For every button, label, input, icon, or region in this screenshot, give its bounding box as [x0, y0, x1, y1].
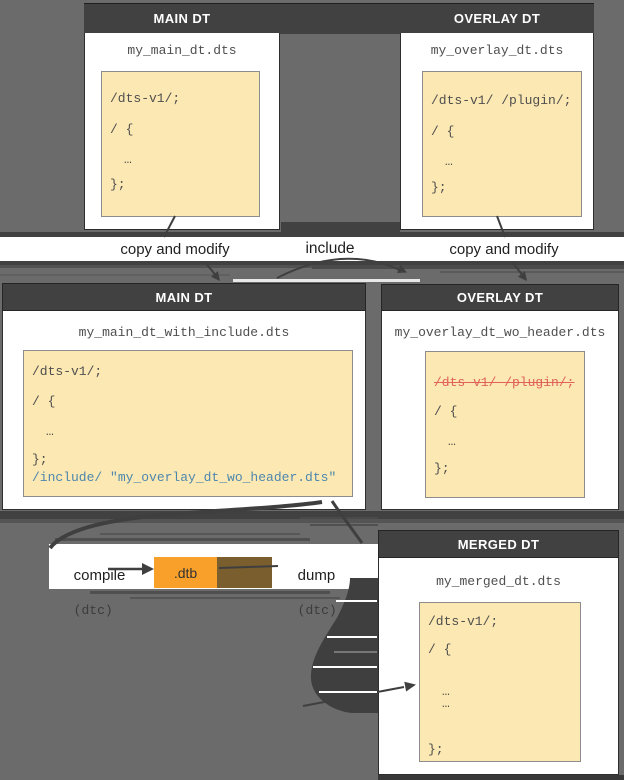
top-overlay-panel: my_overlay_dt.dts /dts-v1/ /plugin/; / {…	[400, 33, 594, 230]
top-main-header: MAIN DT	[153, 11, 211, 26]
copy-arrow-left-head	[210, 271, 220, 281]
code-line: };	[110, 177, 126, 192]
merged-filename: my_merged_dt.dts	[436, 574, 561, 589]
code-line: / {	[431, 124, 455, 139]
mid-main-filename: my_main_dt_with_include.dts	[78, 325, 290, 340]
code-line: …	[442, 696, 450, 711]
mid-overlay-header-bar	[381, 284, 619, 311]
dump-label: dump (dtc)	[281, 550, 337, 636]
mid-main-codebox: /dts-v1/; / { … }; /include/ "my_overlay…	[23, 350, 353, 497]
top-header-bar	[84, 3, 594, 34]
mid-overlay-header: OVERLAY DT	[456, 290, 544, 305]
code-line: };	[32, 452, 48, 467]
code-line: /dts-v1/;	[428, 614, 499, 629]
streak-artifact	[378, 775, 624, 780]
streak-artifact	[312, 265, 624, 269]
code-line: };	[428, 742, 444, 757]
streak-artifact	[90, 591, 330, 594]
copy-and-modify-left-label: copy and modify	[120, 241, 230, 258]
merged-header: MERGED DT	[457, 537, 540, 552]
mid-overlay-filename: my_overlay_dt_wo_header.dts	[394, 325, 606, 340]
code-line: / {	[428, 642, 452, 657]
include-label: include	[305, 240, 355, 257]
mid-main-panel: my_main_dt_with_include.dts /dts-v1/; / …	[2, 311, 366, 510]
streak-artifact	[0, 265, 312, 268]
top-overlay-codebox: /dts-v1/ /plugin/; / { … };	[422, 71, 582, 217]
code-line: / {	[434, 404, 458, 419]
streak-artifact	[0, 274, 230, 276]
code-line: …	[448, 434, 456, 449]
code-line: };	[431, 180, 447, 195]
streak-artifact	[233, 279, 420, 282]
top-overlay-header: OVERLAY DT	[453, 11, 541, 26]
copy-and-modify-right-label: copy and modify	[449, 241, 559, 258]
mid-main-header: MAIN DT	[155, 290, 213, 305]
dtb-shadow	[217, 557, 272, 588]
code-line: / {	[32, 394, 56, 409]
dtb-file-box: .dtb	[154, 557, 217, 588]
top-main-filename: my_main_dt.dts	[127, 43, 237, 58]
code-line: …	[442, 684, 450, 699]
dump-tool-label: (dtc)	[297, 603, 337, 618]
compile-label: compile (dtc)	[57, 550, 126, 636]
struck-code-line: /dts-v1/ /plugin/;	[434, 375, 575, 390]
code-line: /dts-v1/;	[32, 364, 103, 379]
code-line: / {	[110, 122, 134, 137]
code-line: …	[445, 154, 453, 169]
mid-main-header-bar	[2, 283, 366, 311]
code-line: …	[46, 424, 54, 439]
include-code-line: /include/ "my_overlay_dt_wo_header.dts"	[32, 470, 337, 485]
compile-tool-label: (dtc)	[73, 603, 113, 618]
top-main-codebox: /dts-v1/; / { … };	[101, 71, 260, 217]
streak-artifact	[130, 597, 340, 599]
compile-word: compile	[73, 567, 126, 584]
label-band	[0, 237, 624, 261]
streak-artifact	[310, 524, 378, 526]
dump-word: dump	[297, 567, 336, 584]
streak-artifact	[55, 538, 310, 541]
streak-artifact	[300, 517, 378, 519]
code-line: …	[124, 152, 132, 167]
merged-codebox: /dts-v1/; / { … … };	[419, 602, 581, 762]
top-overlay-filename: my_overlay_dt.dts	[430, 43, 564, 58]
streak-artifact	[0, 232, 624, 237]
mid-overlay-codebox: /dts-v1/ /plugin/; / { … };	[425, 351, 585, 498]
code-line: };	[434, 461, 450, 476]
merged-panel: my_merged_dt.dts /dts-v1/; / { … … };	[378, 558, 619, 775]
top-main-panel: my_main_dt.dts /dts-v1/; / { … };	[84, 33, 280, 230]
merged-header-bar	[378, 530, 619, 558]
code-line: /dts-v1/ /plugin/;	[431, 93, 572, 108]
streak-artifact	[440, 271, 624, 273]
mid-overlay-panel: my_overlay_dt_wo_header.dts /dts-v1/ /pl…	[381, 311, 619, 510]
streak-artifact	[100, 533, 300, 535]
code-line: /dts-v1/;	[110, 91, 181, 106]
streak-artifact	[0, 519, 624, 523]
